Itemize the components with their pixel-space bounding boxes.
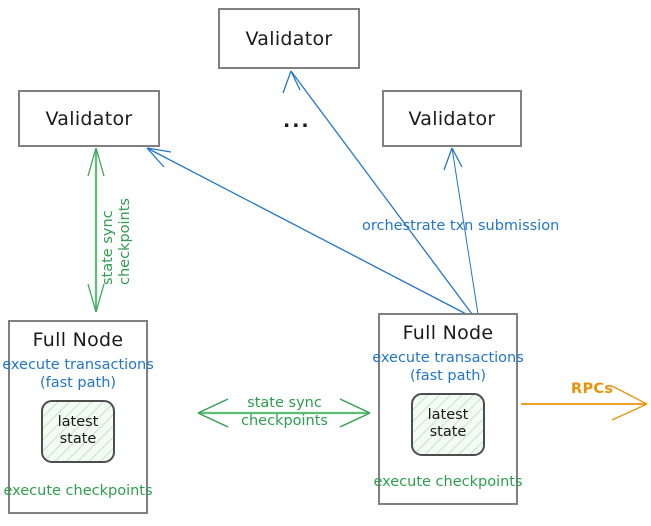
edge-label-checkpoints-vertical: checkpoints bbox=[116, 198, 134, 285]
validator-box-top[interactable]: Validator bbox=[218, 8, 360, 69]
state-sync-vertical-line-2: checkpoints bbox=[117, 198, 133, 285]
full-node-title: Full Node bbox=[32, 329, 124, 351]
validator-box-left[interactable]: Validator bbox=[18, 90, 160, 147]
validator-label: Validator bbox=[45, 107, 133, 130]
full-node-title: Full Node bbox=[402, 322, 494, 344]
full-node-box-left[interactable]: Full Node execute transactions (fast pat… bbox=[2, 320, 154, 514]
latest-state-line-1: latest bbox=[427, 406, 469, 423]
arrow-rpcs bbox=[521, 385, 648, 421]
latest-state-box[interactable]: latest state bbox=[41, 399, 115, 463]
arrow-fullnode-to-top-validator bbox=[282, 70, 473, 315]
validator-label: Validator bbox=[245, 27, 333, 50]
full-node-content: Full Node execute transactions (fast pat… bbox=[2, 322, 154, 512]
validators-ellipsis: ... bbox=[283, 110, 311, 132]
edge-label-state-sync-horizontal: state sync checkpoints bbox=[232, 395, 337, 430]
full-node-checkpoints: execute checkpoints bbox=[3, 483, 153, 499]
latest-state-line-2: state bbox=[59, 431, 97, 448]
latest-state-line-1: latest bbox=[57, 413, 99, 430]
validator-box-right[interactable]: Validator bbox=[382, 90, 522, 147]
state-sync-horizontal-line-2: checkpoints bbox=[241, 412, 328, 429]
edge-label-state-sync-vertical: state sync bbox=[99, 210, 117, 285]
full-node-checkpoints: execute checkpoints bbox=[373, 474, 523, 490]
arrow-state-sync-horizontal bbox=[197, 398, 371, 428]
fast-path-line-2: (fast path) bbox=[409, 367, 487, 384]
state-sync-vertical-line-1: state sync bbox=[100, 210, 116, 285]
fast-path-line-1: execute transactions bbox=[372, 350, 524, 366]
validator-label: Validator bbox=[408, 107, 496, 130]
latest-state-line-2: state bbox=[429, 424, 467, 441]
full-node-box-right[interactable]: Full Node execute transactions (fast pat… bbox=[372, 313, 524, 505]
arrow-fullnode-to-right-validator bbox=[443, 147, 479, 315]
arrow-state-sync-vertical bbox=[87, 147, 105, 313]
state-sync-horizontal-line-1: state sync bbox=[247, 395, 322, 411]
edge-label-rpcs: RPCs bbox=[571, 381, 614, 397]
latest-state-box[interactable]: latest state bbox=[411, 392, 485, 456]
fast-path-line-2: (fast path) bbox=[39, 374, 117, 391]
edge-label-orchestrate: orchestrate txn submission bbox=[362, 218, 560, 234]
fast-path-line-1: execute transactions bbox=[2, 357, 154, 373]
arrow-fullnode-to-left-validator bbox=[146, 147, 471, 317]
full-node-fast-path: execute transactions (fast path) bbox=[2, 357, 154, 393]
full-node-content: Full Node execute transactions (fast pat… bbox=[372, 315, 524, 503]
full-node-fast-path: execute transactions (fast path) bbox=[372, 350, 524, 386]
